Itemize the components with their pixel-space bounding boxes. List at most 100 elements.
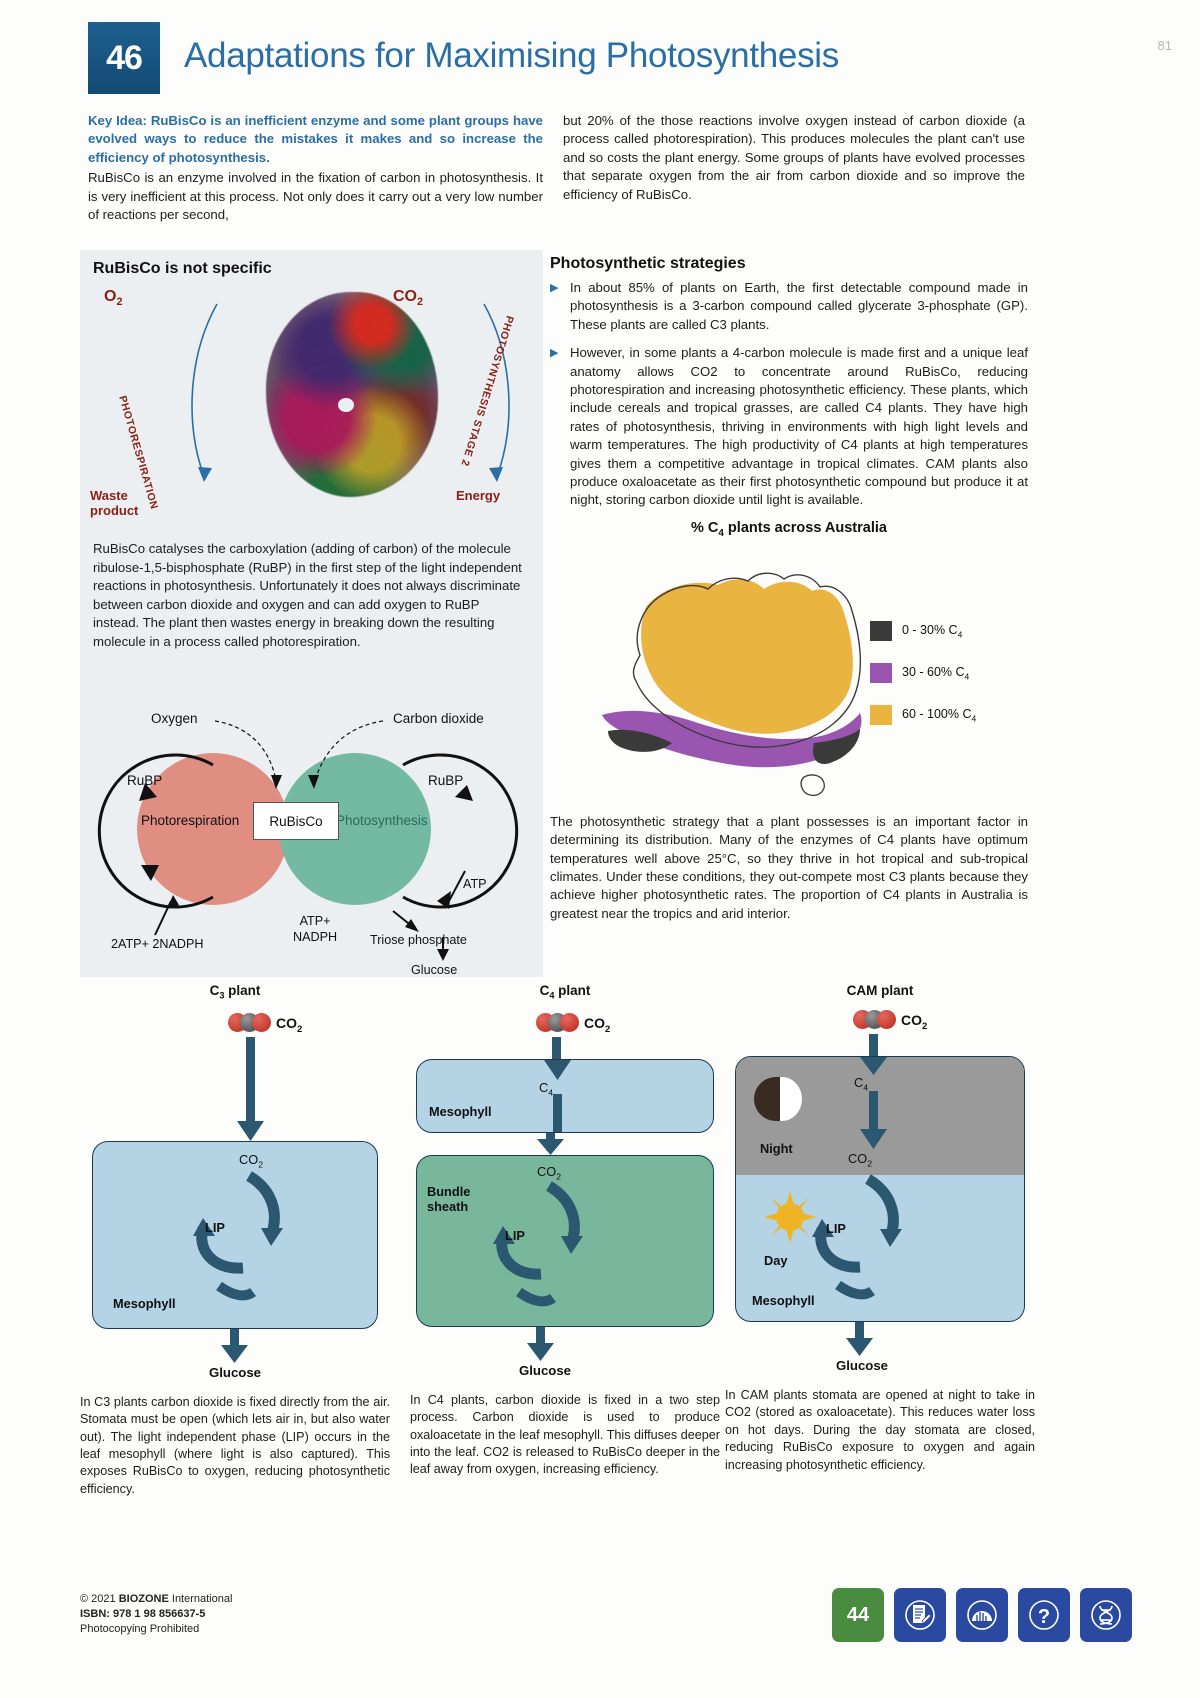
question-mark-glyph: ? xyxy=(1029,1600,1059,1630)
weighting-glyph xyxy=(967,1600,997,1630)
map-title: % C4 plants across Australia xyxy=(691,519,887,539)
rubp-left-label: RuBP xyxy=(127,773,163,788)
photosynthesis-circle-label: Photosynthesis xyxy=(336,813,428,828)
moon-icon xyxy=(754,1077,802,1121)
c4-inflow-arrow xyxy=(552,1036,561,1059)
key-idea-label: Key Idea xyxy=(88,113,143,128)
cam-day-label: Day xyxy=(764,1253,788,1268)
carbon-dioxide-inflow-label: Carbon dioxide xyxy=(393,711,484,726)
co2-molecule-icon: CO2 xyxy=(80,1011,390,1037)
c4-lip-cycle-arrows xyxy=(493,1180,583,1307)
triose-phosphate-label: Triose phosphate xyxy=(370,933,467,947)
c4-glucose-label: Glucose xyxy=(518,1362,572,1378)
chapter-number-badge: 46 xyxy=(88,22,160,94)
cam-lip-label: LIP xyxy=(826,1221,846,1236)
c3-plant-diagram: C3 plant CO2 CO2 xyxy=(80,983,390,1498)
c3-lip-cycle-arrows xyxy=(193,1170,283,1301)
c4-mesophyll-cell: C4 Mesophyll xyxy=(416,1058,714,1133)
map-caption: The photosynthetic strategy that a plant… xyxy=(550,813,1028,921)
cam-c4-internal-label: C4 xyxy=(854,1075,869,1093)
key-idea-block: Key Idea: RuBisCo is an inefficient enzy… xyxy=(88,112,543,167)
legend-swatch-0-30 xyxy=(870,620,892,641)
dna-icon[interactable] xyxy=(1080,1588,1132,1642)
c4-co2-internal-label: CO2 xyxy=(537,1163,562,1182)
c3-lip-label: LIP xyxy=(205,1219,225,1235)
legend-item: 0 - 30% C4 xyxy=(870,620,976,641)
rubisco-panel-paragraph: RuBisCo catalyses the carboxylation (add… xyxy=(93,541,522,649)
legend-label: 30 - 60% C4 xyxy=(902,664,970,682)
strategy-bullet-item: ▶ In about 85% of plants on Earth, the f… xyxy=(550,279,1028,334)
legend-item: 30 - 60% C4 xyxy=(870,662,976,683)
question-icon[interactable]: ? xyxy=(1018,1588,1070,1642)
map-legend: 0 - 30% C4 30 - 60% C4 60 - 100% C4 xyxy=(870,620,977,747)
legend-item: 60 - 100% C4 xyxy=(870,704,977,725)
weighting-icon[interactable] xyxy=(956,1588,1008,1642)
footer-badges: 44 ? xyxy=(832,1588,1132,1642)
oxygen-inflow-label: Oxygen xyxy=(151,711,198,726)
atp-label: ATP xyxy=(463,877,487,891)
intro-left-paragraph: RuBisCo is an enzyme involved in the fix… xyxy=(88,170,543,223)
isbn-line: ISBN: 978 1 98 856637-5 xyxy=(80,1608,206,1620)
glucose-output-label: Glucose xyxy=(411,963,458,977)
atp-nadph-left-label: 2ATP+ 2NADPH xyxy=(111,937,204,951)
strategy-bullet-item: ▶ However, in some plants a 4-carbon mol… xyxy=(550,344,1028,510)
cam-glucose-label: Glucose xyxy=(835,1358,889,1373)
dna-glyph xyxy=(1091,1600,1121,1630)
legend-label: 60 - 100% C4 xyxy=(902,706,977,724)
plant-types-diagrams: C3 plant CO2 CO2 xyxy=(80,983,1035,1496)
australia-map-svg xyxy=(602,572,862,796)
c3-inflow-arrow xyxy=(237,1036,264,1141)
rubisco-center-box: RuBisCo xyxy=(253,802,339,840)
c3-mesophyll-label: Mesophyll xyxy=(113,1295,176,1311)
cam-mesophyll-label: Mesophyll xyxy=(752,1293,815,1308)
folio-number: 81 xyxy=(1157,38,1172,53)
energy-output-label: Energy xyxy=(456,488,501,503)
c3-plant-title: C3 plant xyxy=(209,983,261,1001)
rubisco-protein-structure-image xyxy=(266,292,438,497)
legend-swatch-60-100 xyxy=(870,704,892,725)
c3-caption: In C3 plants carbon dioxide is fixed dir… xyxy=(80,1394,390,1496)
c4-transfer-arrow xyxy=(537,1132,564,1155)
sun-icon xyxy=(764,1191,816,1243)
cam-internal-arrows xyxy=(812,1057,902,1300)
intro-right-column: but 20% of the those reactions involve o… xyxy=(563,112,1025,204)
c4-glucose-arrow xyxy=(527,1326,554,1361)
worksheet-icon[interactable] xyxy=(894,1588,946,1642)
co2-molecule-label: CO2 xyxy=(584,1014,611,1035)
c3-glucose-arrow xyxy=(221,1328,248,1363)
c4-mesophyll-arrow xyxy=(544,1059,571,1132)
carbon-dioxide-gas-label: CO2 xyxy=(393,288,424,309)
rubp-right-label: RuBP xyxy=(428,773,464,788)
cycle-arrows xyxy=(97,720,519,961)
rubisco-specificity-panel: RuBisCo is not specific O2 CO2 PHOTORESP… xyxy=(80,250,543,977)
legend-label: 0 - 30% C4 xyxy=(902,622,963,640)
c4-mesophyll-label: Mesophyll xyxy=(429,1103,492,1119)
c3-co2-internal-label: CO2 xyxy=(239,1151,264,1170)
c4-caption: In C4 plants, carbon dioxide is fixed in… xyxy=(410,1392,720,1477)
key-idea-text: : RuBisCo is an inefficient enzyme and s… xyxy=(88,113,543,165)
photosynthetic-strategies-section: Photosynthetic strategies ▶ In about 85%… xyxy=(550,255,1028,923)
page-title: Adaptations for Maximising Photosynthesi… xyxy=(184,36,839,75)
strategies-heading: Photosynthetic strategies xyxy=(550,255,746,272)
cam-plant-title: CAM plant xyxy=(846,983,914,998)
cam-co2-internal-label: CO2 xyxy=(848,1151,873,1169)
page-number-badge: 44 xyxy=(832,1588,884,1642)
photocopy-line: Photocopying Prohibited xyxy=(80,1623,200,1635)
australia-c4-map: 0 - 30% C4 30 - 60% C4 60 - 100% C4 xyxy=(550,539,1012,809)
atp-nadph-right-label: ATP+NADPH xyxy=(293,914,338,944)
cam-glucose-arrow xyxy=(846,1322,873,1356)
strategy-bullet-text: However, in some plants a 4-carbon molec… xyxy=(570,345,1028,508)
page-header: 46 Adaptations for Maximising Photosynth… xyxy=(88,22,1028,94)
cam-night-label: Night xyxy=(760,1141,793,1156)
cam-mesophyll-cell: Night Day xyxy=(735,1056,1025,1322)
svg-text:?: ? xyxy=(1038,1606,1050,1628)
legend-swatch-30-60 xyxy=(870,662,892,683)
c3-glucose-label: Glucose xyxy=(208,1364,262,1380)
c4-internal-label: C4 xyxy=(539,1079,554,1098)
triangle-bullet-icon: ▶ xyxy=(550,282,559,294)
rubisco-panel-heading: RuBisCo is not specific xyxy=(93,260,272,277)
c4-plant-title: C4 plant xyxy=(539,983,591,1001)
